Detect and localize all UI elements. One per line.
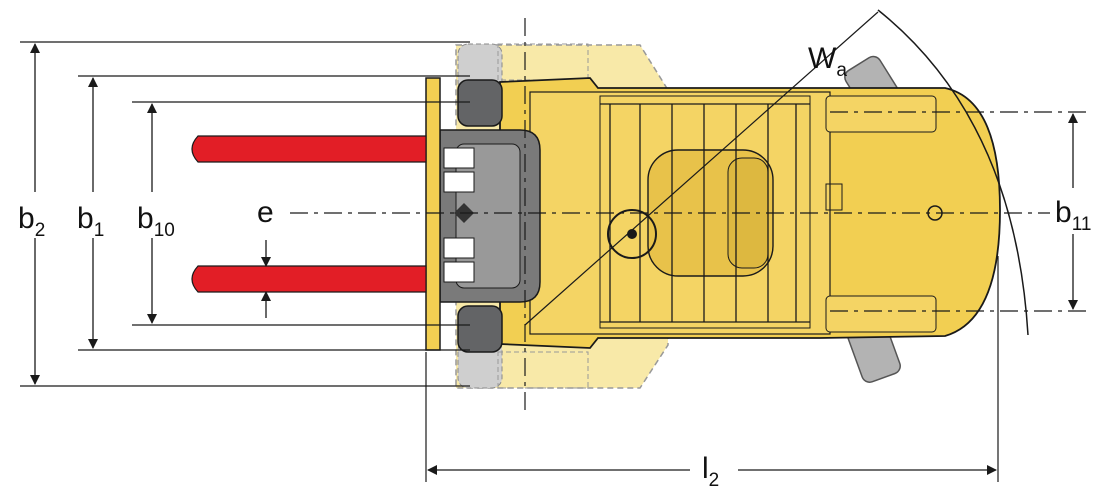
label-l2: l2 bbox=[702, 452, 719, 490]
label-wa: Wa bbox=[808, 42, 847, 81]
label-e: e bbox=[257, 196, 274, 229]
front-wheel-top bbox=[457, 79, 503, 127]
fork-carriage-plate bbox=[425, 77, 441, 351]
label-b10: b10 bbox=[137, 202, 175, 241]
mast-carriage bbox=[439, 129, 541, 303]
label-b11: b11 bbox=[1055, 196, 1091, 235]
front-wheel-bottom bbox=[457, 305, 503, 353]
extension-lines bbox=[20, 41, 470, 387]
turning-radius-line bbox=[524, 11, 879, 326]
label-b2: b2 bbox=[18, 202, 45, 241]
steering-wheel-icon bbox=[607, 209, 657, 259]
fork-top bbox=[191, 135, 427, 163]
turning-radius-arc bbox=[877, 9, 1029, 336]
fork-bottom bbox=[191, 265, 427, 293]
label-b1: b1 bbox=[77, 202, 104, 241]
